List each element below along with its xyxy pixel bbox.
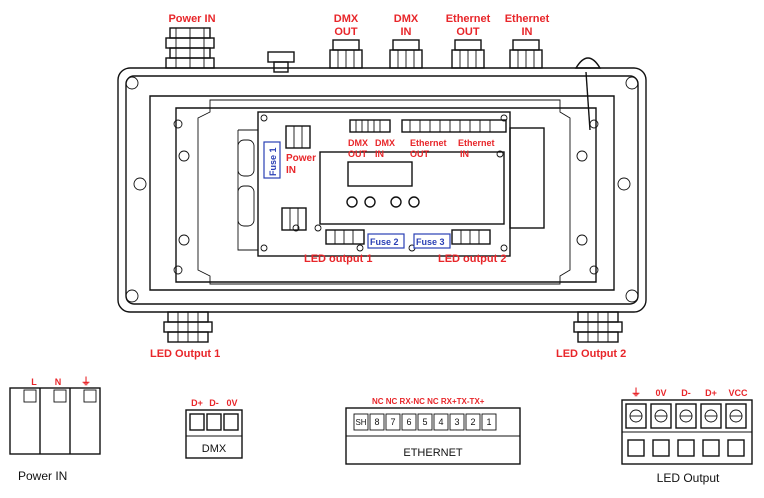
label-led-output2-bottom: LED Output 2: [556, 348, 626, 360]
label-ethernet-in-line1: Ethernet: [505, 13, 550, 25]
label-fuse1: Fuse 1: [268, 147, 278, 176]
gland-small: [267, 51, 295, 73]
label-pcb-ethernet-in-line2: IN: [460, 149, 469, 159]
led-pin-earth-icon: ⏚: [631, 387, 641, 399]
label-pcb-power-line1: Power: [286, 153, 316, 164]
caption-ethernet: ETHERNET: [403, 447, 463, 459]
ethernet-terminal: SH 8 7 6 5 4 3 2 1 NC NC RX-NC NC RX+TX-…: [345, 397, 521, 465]
gland-led-output-2: [573, 311, 623, 343]
connector-dmx-in: [389, 39, 423, 69]
label-pcb-dmx-in-line1: DMX: [375, 138, 395, 148]
connector-dmx-out: [329, 39, 363, 69]
label-pcb-ethernet-in-line1: Ethernet: [458, 138, 495, 148]
label-dmx-out-line2: OUT: [334, 26, 358, 38]
led-pin-vcc: VCC: [728, 388, 748, 398]
led-pin-dplus: D+: [705, 388, 717, 398]
dmx-pin-0v: 0V: [226, 398, 237, 408]
label-pcb-dmx-out-line1: DMX: [348, 138, 368, 148]
eth-pin-6: 6: [406, 417, 411, 427]
eth-pin-4: 4: [438, 417, 443, 427]
fuse3-box: [413, 233, 451, 249]
label-pcb-ethernet-out-line1: Ethernet: [410, 138, 447, 148]
label-power-in-top: Power IN: [168, 13, 215, 25]
eth-pin-2: 2: [470, 417, 475, 427]
connector-ethernet-out: [451, 39, 485, 69]
pcb-board: [237, 111, 545, 257]
eth-pin-8: 8: [374, 417, 379, 427]
label-ethernet-out-line2: OUT: [456, 26, 480, 38]
label-dmx-in-line1: DMX: [394, 13, 419, 25]
dmx-pin-dminus: D-: [209, 398, 219, 408]
dmx-pin-dplus: D+: [191, 398, 203, 408]
power-pin-n: N: [55, 377, 62, 387]
connector-ethernet-in: [509, 39, 543, 69]
gland-led-output-1: [163, 311, 213, 343]
gland-power-in: [165, 27, 215, 69]
eth-pin-sh: SH: [355, 418, 366, 427]
label-led-output1-bottom: LED Output 1: [150, 348, 220, 360]
led-pin-dminus: D-: [681, 388, 691, 398]
label-fuse2: Fuse 2: [370, 237, 399, 247]
led-output-terminal: ⏚ 0V D- D+ VCC LED Output: [621, 387, 753, 485]
fuse2-box: [367, 233, 405, 249]
label-led-output2-pcb: LED output 2: [438, 253, 506, 265]
label-ethernet-out-line1: Ethernet: [446, 13, 491, 25]
enclosure: [117, 67, 647, 313]
power-in-terminal: L N ⏚ Power IN: [9, 376, 101, 483]
power-pin-earth-icon: ⏚: [81, 376, 91, 388]
led-pin-0v: 0V: [655, 388, 666, 398]
label-pcb-power-line2: IN: [286, 165, 296, 176]
dmx-terminal: D+ D- 0V DMX: [185, 398, 243, 459]
label-ethernet-in-line2: IN: [522, 26, 533, 38]
label-pcb-ethernet-out-line2: OUT: [410, 149, 430, 159]
eth-pin-5: 5: [422, 417, 427, 427]
eth-pin-3: 3: [454, 417, 459, 427]
label-led-output1-pcb: LED output 1: [304, 253, 372, 265]
caption-led-output: LED Output: [657, 471, 720, 485]
caption-dmx: DMX: [202, 443, 227, 455]
caption-power-in: Power IN: [18, 469, 67, 483]
label-pcb-dmx-in-line2: IN: [375, 149, 384, 159]
eth-pin-1: 1: [486, 417, 491, 427]
label-pcb-dmx-out-line2: OUT: [348, 149, 368, 159]
label-dmx-in-line2: IN: [401, 26, 412, 38]
power-pin-l: L: [31, 377, 37, 387]
fuse1-box: [263, 141, 281, 179]
label-dmx-out-line1: DMX: [334, 13, 359, 25]
eth-pin-7: 7: [390, 417, 395, 427]
ethernet-pin-header: NC NC RX-NC NC RX+TX-TX+: [372, 397, 485, 406]
label-fuse3: Fuse 3: [416, 237, 445, 247]
